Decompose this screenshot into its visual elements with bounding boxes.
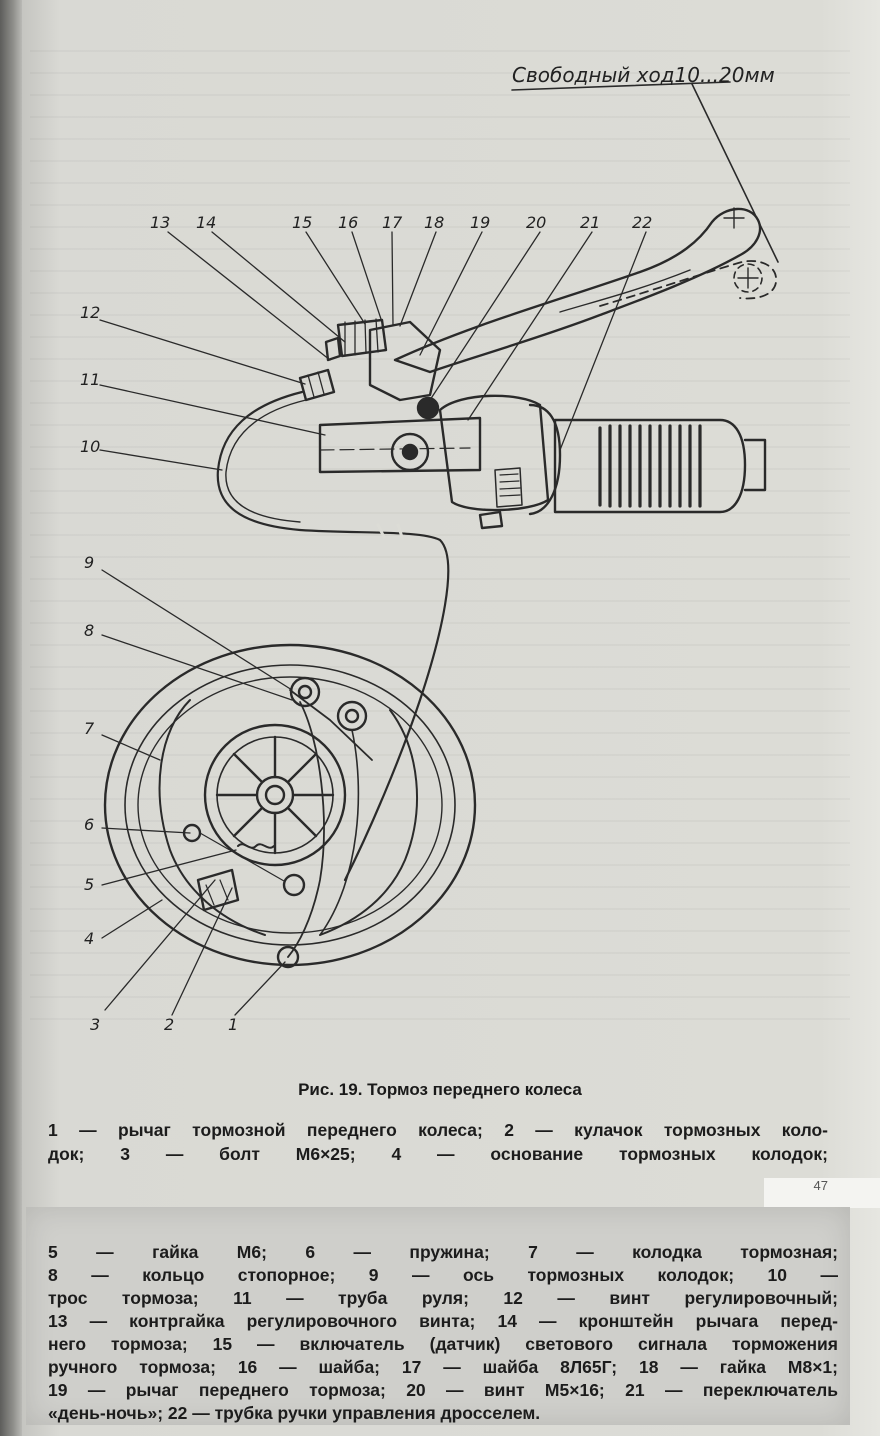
callout-17: 17 bbox=[382, 213, 403, 232]
brake-light-switch bbox=[336, 318, 388, 358]
legend-line: ручного тормоза; 16 — шайба; 17 — шайба … bbox=[48, 1357, 838, 1377]
handlebar-tube bbox=[318, 416, 482, 474]
brake-shoe bbox=[158, 699, 266, 936]
callout-1: 1 bbox=[228, 1015, 238, 1034]
callout-10: 10 bbox=[80, 437, 100, 456]
legend-line: трос тормоза; 11 — труба руля; 12 — винт… bbox=[48, 1288, 838, 1308]
callout-6: 6 bbox=[84, 815, 94, 834]
bleed-through-text bbox=[30, 40, 850, 1020]
legend-line: 1 — рычаг тормозной переднего колеса; 2 … bbox=[48, 1120, 828, 1140]
brake-arm-pivot bbox=[276, 945, 300, 969]
callout-16: 16 bbox=[338, 213, 358, 232]
adjusting-screw bbox=[298, 368, 336, 402]
brake-cable bbox=[216, 390, 450, 882]
callout-5: 5 bbox=[84, 875, 94, 894]
legend-line: него тормоза; 15 — включатель (датчик) с… bbox=[48, 1334, 838, 1354]
brake-lever bbox=[393, 207, 762, 374]
callout-4: 4 bbox=[84, 929, 94, 948]
callout-9: 9 bbox=[84, 553, 94, 572]
legend-part-2: 5 — гайка М6; 6 — пружина; 7 — колодка т… bbox=[48, 1241, 838, 1425]
spring bbox=[237, 843, 275, 849]
clamp-bolt bbox=[390, 432, 430, 472]
brake-diagram-svg: Свободный ход10...20мм 13 14 15 16 17 18… bbox=[80, 63, 779, 1034]
callout-3: 3 bbox=[90, 1015, 100, 1034]
pasted-legend-strip bbox=[26, 1207, 850, 1425]
legend-line: «день-ночь»; 22 — трубка ручки управлени… bbox=[48, 1403, 541, 1423]
callout-8: 8 bbox=[84, 621, 94, 640]
callout-19: 19 bbox=[470, 213, 490, 232]
annotation-leader bbox=[691, 83, 779, 263]
figure-caption: Рис. 19. Тормоз переднего колеса bbox=[298, 1080, 582, 1099]
callout-18: 18 bbox=[424, 213, 444, 232]
callout-15: 15 bbox=[292, 213, 312, 232]
cam bbox=[196, 868, 240, 912]
day-night-switch bbox=[438, 394, 550, 512]
callout-20: 20 bbox=[526, 213, 546, 232]
wheel-hub bbox=[203, 723, 347, 867]
legend-line: 8 — кольцо стопорное; 9 — ось тормозных … bbox=[48, 1265, 838, 1285]
page-number: 47 bbox=[813, 1178, 828, 1193]
legend-line: док; 3 — болт М6×25; 4 — основание тормо… bbox=[48, 1144, 828, 1164]
legend-line: 19 — рычаг переднего тормоза; 20 — винт … bbox=[48, 1380, 838, 1400]
free-play-annotation: Свободный ход10...20мм bbox=[512, 63, 775, 87]
legend-part-1: 1 — рычаг тормозной переднего колеса; 2 … bbox=[48, 1118, 828, 1166]
callout-13: 13 bbox=[150, 213, 170, 232]
page-number-patch: 47 bbox=[764, 1178, 880, 1208]
callout-22: 22 bbox=[632, 213, 652, 232]
callout-11: 11 bbox=[80, 370, 100, 389]
legend-line: 13 — контргайка регулировочного винта; 1… bbox=[48, 1311, 838, 1331]
brake-diagram: Свободный ход10...20мм 13 14 15 16 17 18… bbox=[80, 63, 779, 1034]
annotation-underline bbox=[511, 81, 731, 91]
callout-7: 7 bbox=[84, 719, 95, 738]
shoe-axle bbox=[289, 676, 321, 708]
throttle-grip bbox=[553, 418, 747, 514]
lever-bracket bbox=[368, 320, 442, 402]
callout-21: 21 bbox=[580, 213, 600, 232]
callout-2: 2 bbox=[164, 1015, 174, 1034]
legend-line: 5 — гайка М6; 6 — пружина; 7 — колодка т… bbox=[48, 1242, 838, 1262]
brake-drum-outer bbox=[103, 643, 477, 967]
callout-12: 12 bbox=[80, 303, 100, 322]
callout-14: 14 bbox=[196, 213, 216, 232]
scan-edge-shadow bbox=[0, 0, 22, 1436]
